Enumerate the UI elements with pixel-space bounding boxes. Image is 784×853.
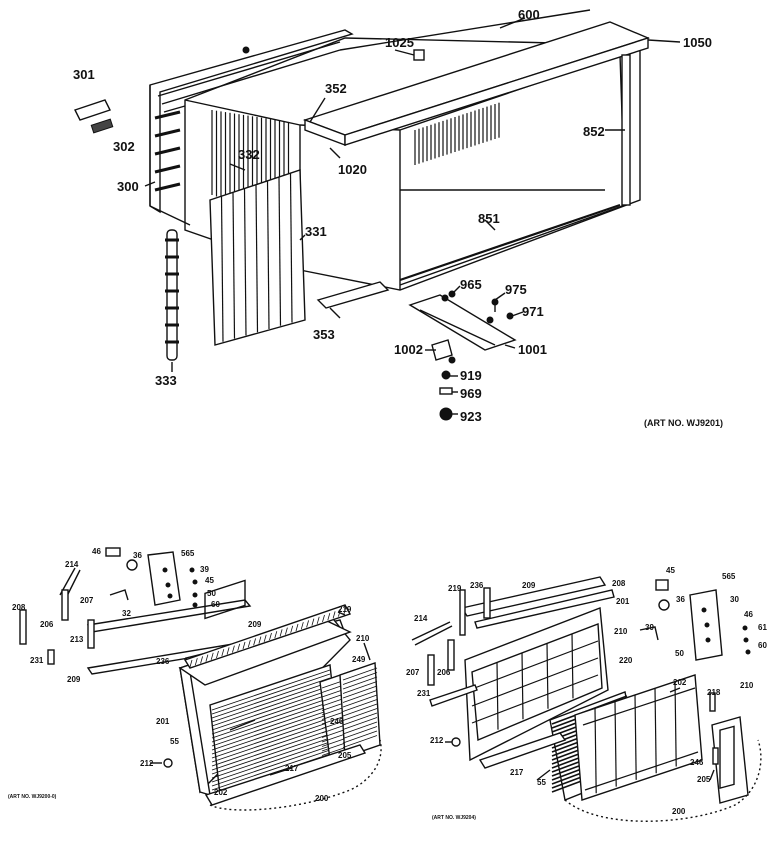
callout-right-565: 565 xyxy=(722,572,736,581)
callout-right-210b: 210 xyxy=(740,681,754,690)
clip xyxy=(413,49,425,61)
callout-left-39: 39 xyxy=(200,565,209,574)
cabinet-assembly xyxy=(74,9,681,421)
switch-bracket xyxy=(74,46,250,134)
callout-left-210: 210 xyxy=(356,634,370,643)
base-rail xyxy=(408,294,517,351)
callout-left-200: 200 xyxy=(315,794,329,803)
callout-right-218: 218 xyxy=(707,688,721,697)
top-rail xyxy=(302,9,651,147)
callout-353: 353 xyxy=(313,327,335,342)
callout-right-214: 214 xyxy=(414,614,428,623)
callout-left-217: 217 xyxy=(285,764,299,773)
callout-331: 331 xyxy=(305,224,327,239)
callout-302: 302 xyxy=(113,139,135,154)
callout-right-217: 217 xyxy=(510,768,524,777)
callout-852: 852 xyxy=(583,124,605,139)
callout-left-213: 213 xyxy=(70,635,84,644)
callout-right-46: 46 xyxy=(744,610,753,619)
callout-left-236: 236 xyxy=(156,657,170,666)
callout-right-205: 205 xyxy=(697,775,711,784)
art-number-top: (ART NO. WJ9201) xyxy=(644,418,724,428)
callout-left-207: 207 xyxy=(80,596,94,605)
callout-left-231: 231 xyxy=(30,656,44,665)
callout-1001: 1001 xyxy=(518,342,547,357)
art-number-right: (ART NO. WJ9204) xyxy=(432,815,476,821)
callout-right-207: 207 xyxy=(406,668,420,677)
callout-1020: 1020 xyxy=(338,162,367,177)
callout-right-60: 60 xyxy=(758,641,767,650)
callout-333: 333 xyxy=(155,373,177,388)
callout-left-219: 219 xyxy=(338,605,352,614)
callout-right-209: 209 xyxy=(522,581,536,590)
front-panel xyxy=(209,169,306,346)
callout-right-210: 210 xyxy=(614,627,628,636)
callout-right-208: 208 xyxy=(612,579,626,588)
callout-right-202: 202 xyxy=(673,678,687,687)
callout-965: 965 xyxy=(460,277,482,292)
callout-left-246: 246 xyxy=(330,717,344,726)
callout-left-214: 214 xyxy=(65,560,79,569)
callout-right-30: 30 xyxy=(730,595,739,604)
callout-left-565: 565 xyxy=(181,549,195,558)
callout-left-206: 206 xyxy=(40,620,54,629)
front-grille-assembly-left xyxy=(19,547,382,811)
callout-right-45: 45 xyxy=(666,566,675,575)
callout-left-46: 46 xyxy=(92,547,101,556)
callout-right-200: 200 xyxy=(672,807,686,816)
callout-600: 600 xyxy=(518,7,540,22)
callout-left-249: 249 xyxy=(352,655,366,664)
callout-right-50: 50 xyxy=(675,649,684,658)
callout-851: 851 xyxy=(478,211,500,226)
callout-right-36: 36 xyxy=(676,595,685,604)
callout-919: 919 xyxy=(460,368,482,383)
fasteners xyxy=(431,290,514,421)
callout-left-208: 208 xyxy=(12,603,26,612)
art-number-left: (ART NO. WJ9200-0) xyxy=(8,794,57,800)
callout-right-201: 201 xyxy=(616,597,630,606)
callout-left-209b: 209 xyxy=(67,675,81,684)
callout-right-61: 61 xyxy=(758,623,767,632)
callout-1002: 1002 xyxy=(394,342,423,357)
callout-left-209: 209 xyxy=(248,620,262,629)
callout-left-205: 205 xyxy=(338,751,352,760)
callout-right-231: 231 xyxy=(417,689,431,698)
callout-right-246: 246 xyxy=(690,758,704,767)
callout-332: 332 xyxy=(238,147,260,162)
callout-left-50: 50 xyxy=(207,589,216,598)
callout-right-212: 212 xyxy=(430,736,444,745)
callout-1050: 1050 xyxy=(683,35,712,50)
callout-right-220: 220 xyxy=(619,656,633,665)
tube-assembly xyxy=(165,229,179,361)
callout-left-202: 202 xyxy=(214,788,228,797)
callout-971: 971 xyxy=(522,304,544,319)
front-grille-assembly-right xyxy=(411,576,762,822)
callout-300: 300 xyxy=(117,179,139,194)
callout-right-219: 219 xyxy=(448,584,462,593)
bracket xyxy=(316,281,390,309)
callout-left-55: 55 xyxy=(170,737,179,746)
callout-left-60: 60 xyxy=(211,600,220,609)
callout-left-32: 32 xyxy=(122,609,131,618)
callout-1025: 1025 xyxy=(385,35,414,50)
callout-right-39: 39 xyxy=(645,623,654,632)
callout-left-36: 36 xyxy=(133,551,142,560)
callout-left-45: 45 xyxy=(205,576,214,585)
callout-923: 923 xyxy=(460,409,482,424)
callout-left-212: 212 xyxy=(140,759,154,768)
callout-right-55: 55 xyxy=(537,778,546,787)
callout-975: 975 xyxy=(505,282,527,297)
callout-301: 301 xyxy=(73,67,95,82)
callout-right-206: 206 xyxy=(437,668,451,677)
callout-right-236: 236 xyxy=(470,581,484,590)
callout-969: 969 xyxy=(460,386,482,401)
leader-lines xyxy=(144,17,681,415)
callout-left-201: 201 xyxy=(156,717,170,726)
callout-352: 352 xyxy=(325,81,347,96)
